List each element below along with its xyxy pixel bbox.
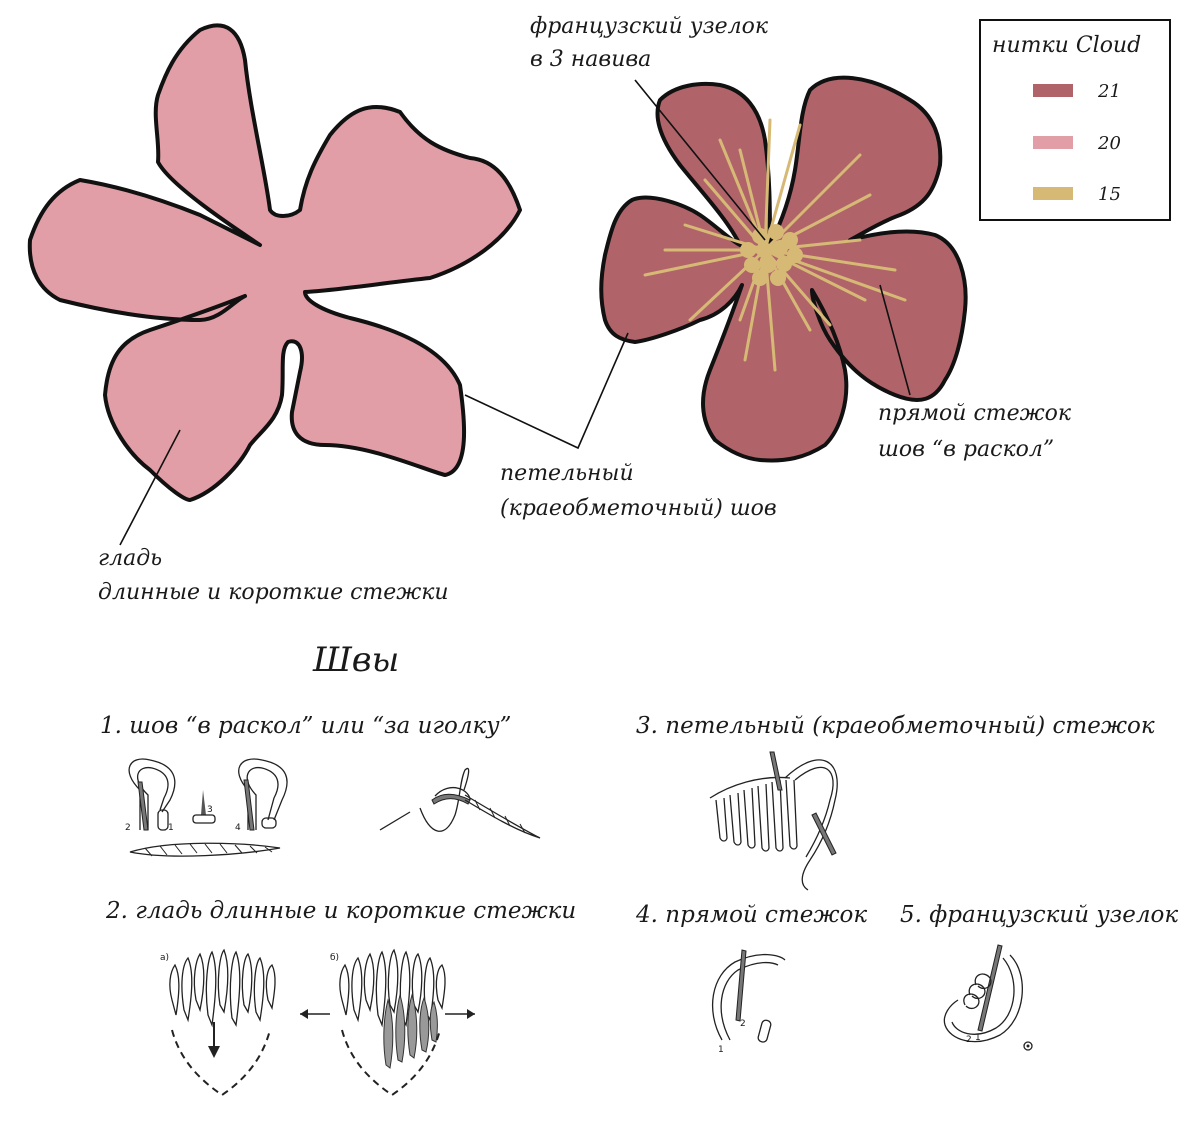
buttonhole-stitch-illustration: [709, 751, 838, 891]
legend-box: [979, 19, 1171, 221]
satin-stitch-b-illustration: б): [300, 948, 475, 1097]
legend-swatch-20: [1033, 136, 1073, 149]
svg-text:1: 1: [718, 1045, 724, 1055]
leader-lines: [119, 79, 911, 546]
straight-stitch-illustration: 2 1: [711, 949, 786, 1055]
svg-text:2: 2: [966, 1035, 972, 1045]
svg-text:1: 1: [975, 1033, 981, 1043]
svg-text:2: 2: [125, 823, 131, 833]
stitches-title: Швы: [312, 640, 399, 680]
label-satin-1: гладь: [98, 546, 162, 571]
svg-text:б): б): [330, 953, 339, 963]
stitch-1-title: 1. шов “в раскол” или “за иголку”: [100, 713, 511, 739]
label-straight-2: шов “в раскол”: [878, 437, 1054, 462]
legend: нитки Cloud 21 20 15: [979, 19, 1171, 221]
svg-text:1: 1: [168, 823, 174, 833]
french-knots: [740, 224, 803, 286]
legend-swatch-15: [1033, 187, 1073, 200]
stitch-2-title: 2. гладь длинные и короткие стежки: [105, 898, 576, 924]
satin-stitch-a-illustration: а): [160, 948, 276, 1097]
legend-code-21: 21: [1097, 81, 1121, 102]
backstitch-illustration: [379, 767, 541, 839]
svg-text:3: 3: [207, 805, 213, 815]
label-french-knot-1: французский узелок: [530, 14, 769, 39]
light-flower-shape: [27, 23, 522, 502]
svg-text:4: 4: [235, 823, 241, 833]
label-buttonhole-2: (краеобметочный) шов: [500, 496, 777, 521]
label-satin-2: длинные и короткие стежки: [98, 580, 449, 605]
label-french-knot-2: в 3 навива: [530, 47, 651, 72]
stitch-3-title: 3. петельный (краеобметочный) стежок: [636, 713, 1155, 739]
legend-swatch-21: [1033, 84, 1073, 97]
legend-code-15: 15: [1098, 184, 1121, 205]
stitch-5-title: 5. французский узелок: [900, 902, 1178, 928]
svg-text:а): а): [160, 953, 169, 963]
legend-code-20: 20: [1097, 133, 1121, 154]
stitch-4-title: 4. прямой стежок: [635, 902, 867, 928]
label-straight-1: прямой стежок: [878, 401, 1072, 426]
french-knot-stitch-illustration: 2 1: [943, 944, 1033, 1051]
label-buttonhole-1: петельный: [500, 461, 634, 486]
svg-text:2: 2: [740, 1019, 746, 1029]
legend-title: нитки Cloud: [992, 33, 1141, 58]
split-stitch-illustration: 2 1 3 4: [125, 758, 288, 857]
light-flower: [27, 23, 522, 502]
